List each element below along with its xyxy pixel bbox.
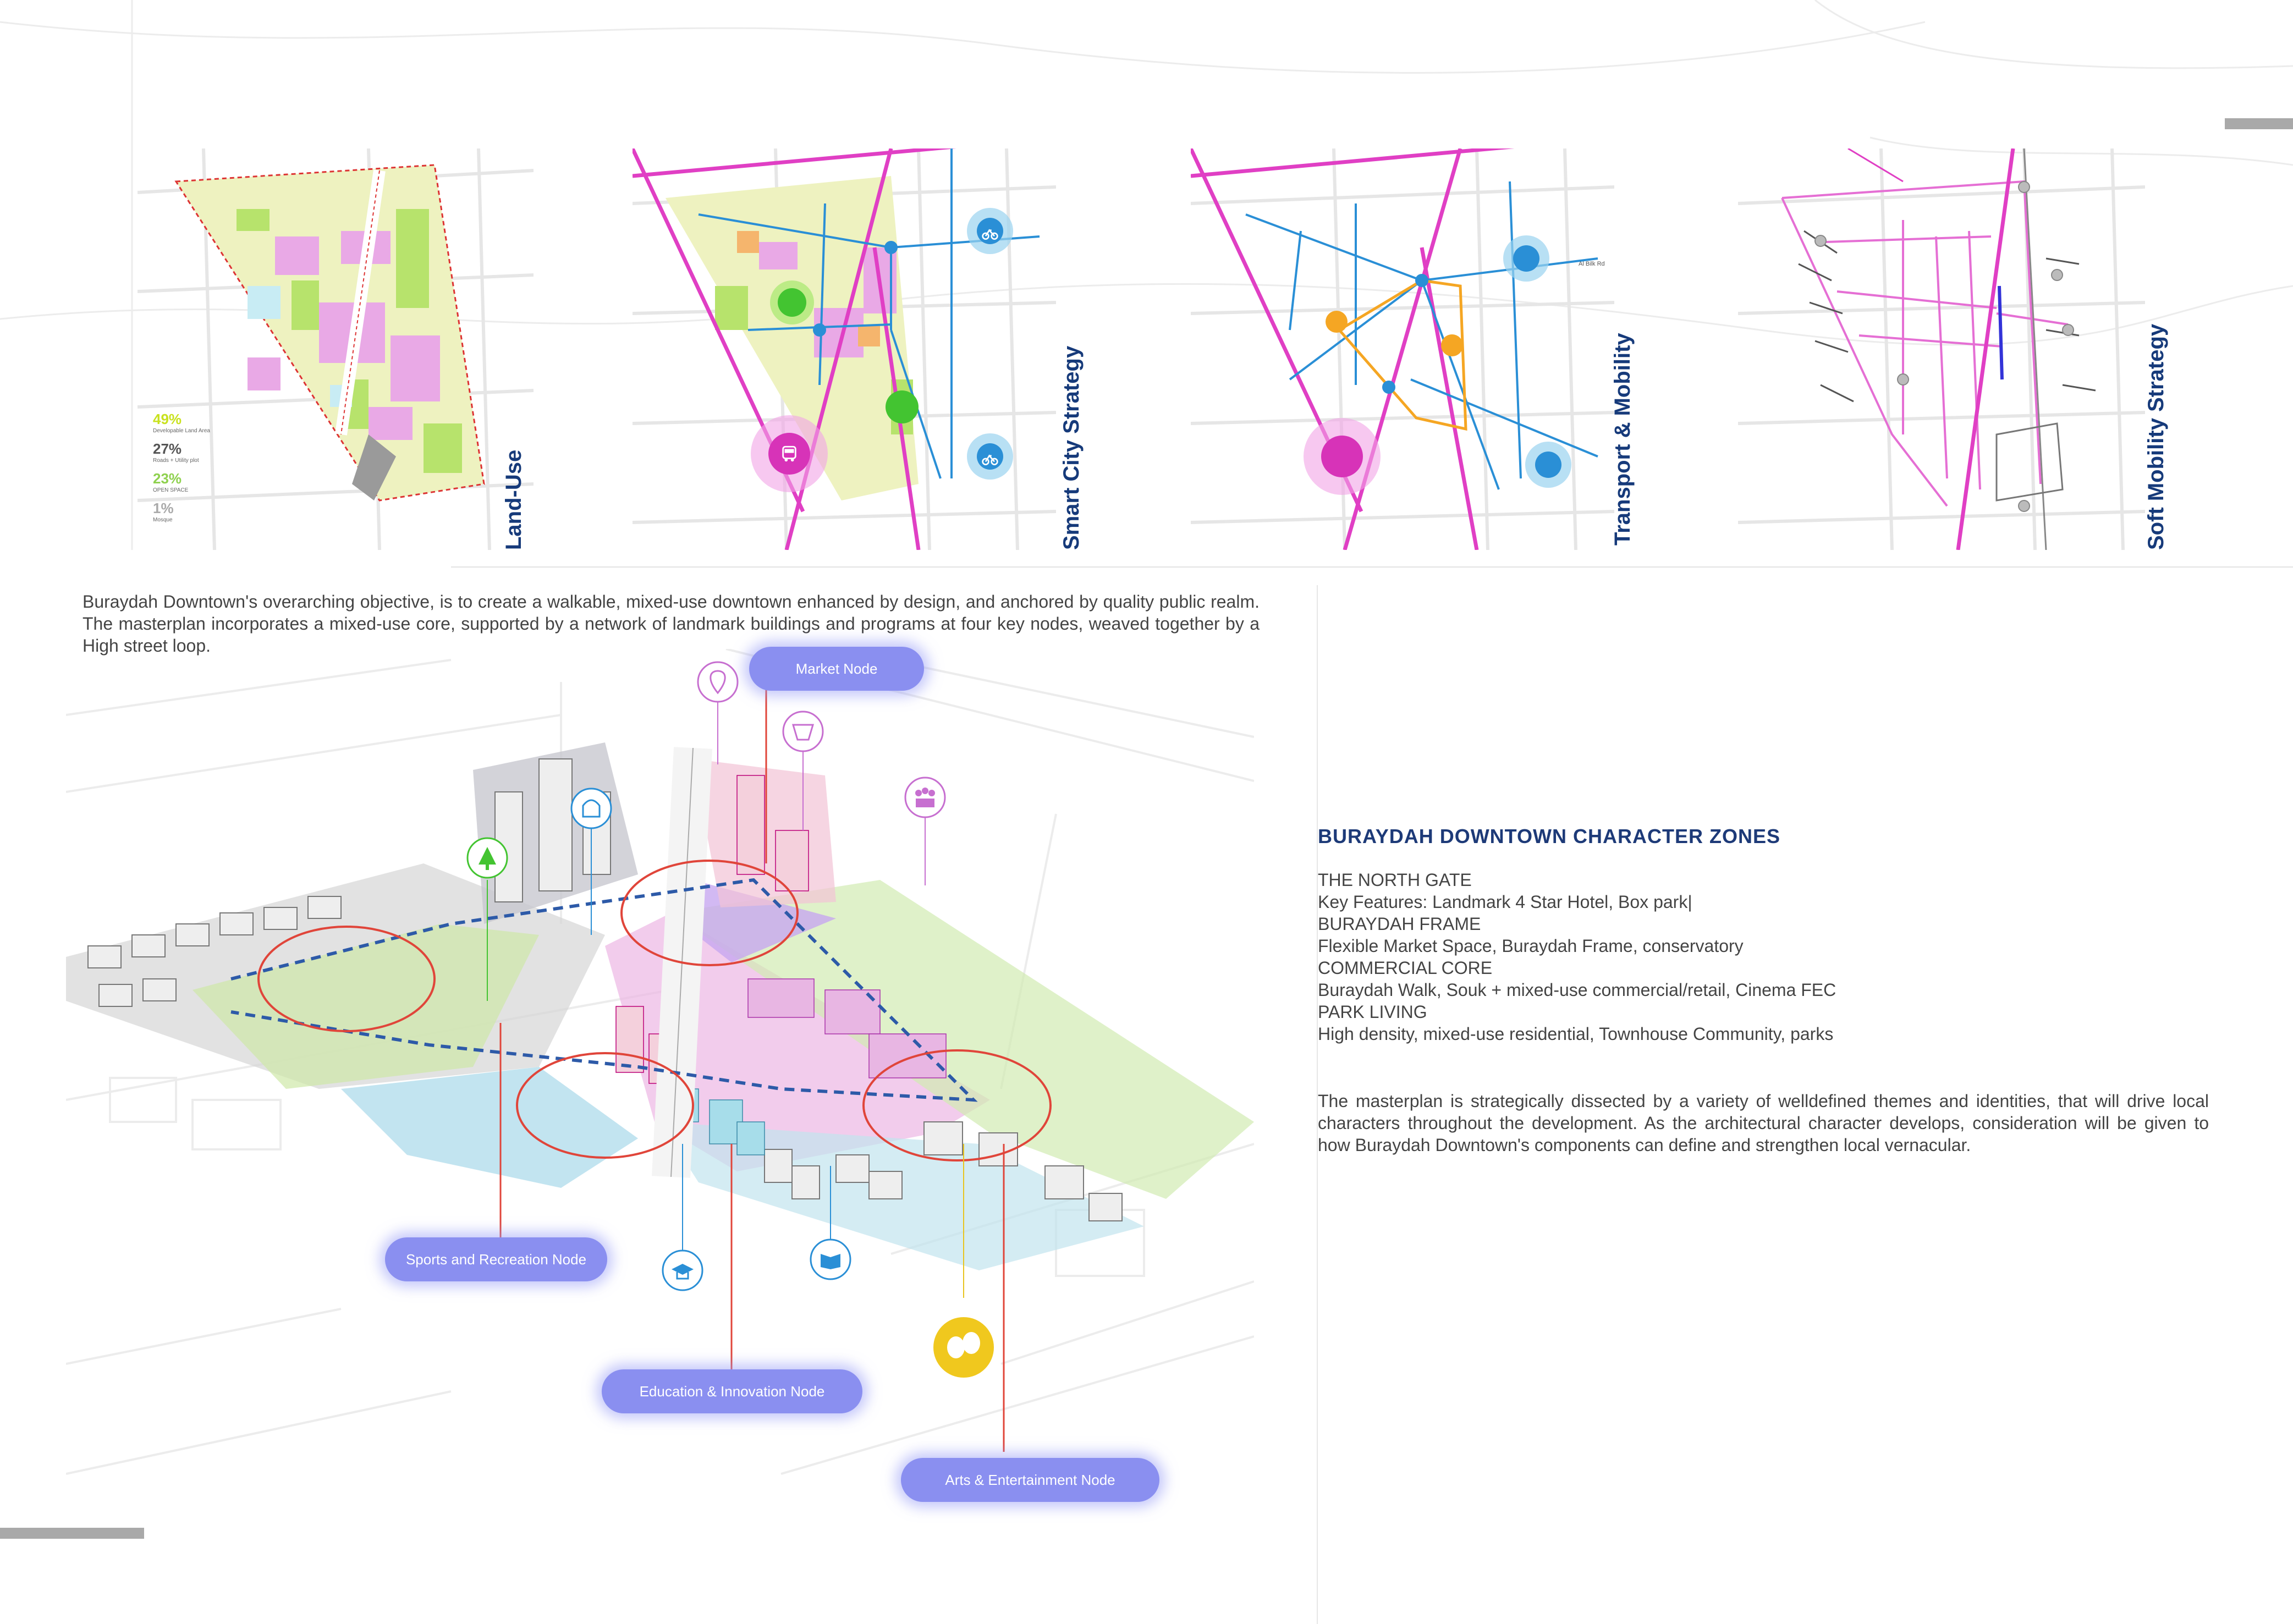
- mosque-icon: [582, 799, 601, 818]
- zone-line: COMMERCIAL CORE: [1318, 958, 1493, 978]
- stat-open-space: 23% OPEN SPACE: [153, 470, 189, 493]
- transport-diagram: Al Bilk Rd: [1191, 148, 1614, 550]
- stat-mosque: 1% Mosque: [153, 500, 174, 523]
- market-node-pill[interactable]: Market Node: [749, 647, 924, 691]
- sports-node-pill[interactable]: Sports and Recreation Node: [385, 1237, 607, 1281]
- education-node-pill[interactable]: Education & Innovation Node: [602, 1369, 862, 1413]
- zone-line: PARK LIVING: [1318, 1002, 1427, 1022]
- gray-tab-top-right: [2225, 118, 2293, 129]
- land-use-label: Land-Use: [502, 449, 526, 550]
- zone-line: THE NORTH GATE: [1318, 870, 1472, 890]
- arts-node-pill[interactable]: Arts & Entertainment Node: [901, 1458, 1159, 1502]
- land-use-stats: 49% Developable Land Area 27% Roads + Ut…: [153, 411, 210, 530]
- column-divider: [1317, 585, 1318, 1624]
- theater-masks-icon: [947, 1332, 980, 1358]
- top-strip-divider: [451, 566, 2293, 568]
- transport-label: Transport & Mobility: [1610, 333, 1635, 546]
- masterplan-paragraph: The masterplan is strategically dissecte…: [1318, 1091, 2209, 1155]
- book-icon: [821, 1254, 840, 1269]
- zone-line: Buraydah Walk, Souk + mixed-use commerci…: [1318, 980, 1836, 1000]
- zone-line: High density, mixed-use residential, Tow…: [1318, 1024, 1834, 1044]
- land-use-diagram: [138, 148, 534, 550]
- road-label: Al Bilk Rd: [1579, 261, 1605, 267]
- bus-icon: [782, 445, 796, 462]
- graduation-cap-icon: [672, 1264, 694, 1280]
- smart-city-label: Smart City Strategy: [1059, 345, 1084, 550]
- zone-line: BURAYDAH FRAME: [1318, 914, 1481, 934]
- bike-icon: [982, 454, 998, 465]
- gray-tab-bottom-left: [0, 1528, 144, 1539]
- zone-line: Key Features: Landmark 4 Star Hotel, Box…: [1318, 892, 1692, 912]
- map-icon: [791, 724, 815, 741]
- smart-city-diagram: [633, 148, 1056, 550]
- character-zones-list: THE NORTH GATE Key Features: Landmark 4 …: [1318, 869, 1836, 1045]
- soft-mobility-label: Soft Mobility Strategy: [2144, 323, 2168, 550]
- zone-line: Flexible Market Space, Buraydah Frame, c…: [1318, 936, 1744, 956]
- tree-icon: [479, 847, 496, 870]
- bike-icon: [982, 229, 998, 240]
- soft-mobility-diagram: [1738, 148, 2145, 550]
- intro-paragraph: Buraydah Downtown's overarching objectiv…: [83, 592, 1260, 656]
- masterplan-axonometric: [66, 649, 1254, 1475]
- character-zones-title: BURAYDAH DOWNTOWN CHARACTER ZONES: [1318, 825, 1780, 847]
- crowd-icon: [915, 788, 935, 807]
- stat-developable: 49% Developable Land Area: [153, 411, 210, 434]
- location-icon: [710, 670, 726, 695]
- stat-roads: 27% Roads + Utility plot: [153, 441, 199, 464]
